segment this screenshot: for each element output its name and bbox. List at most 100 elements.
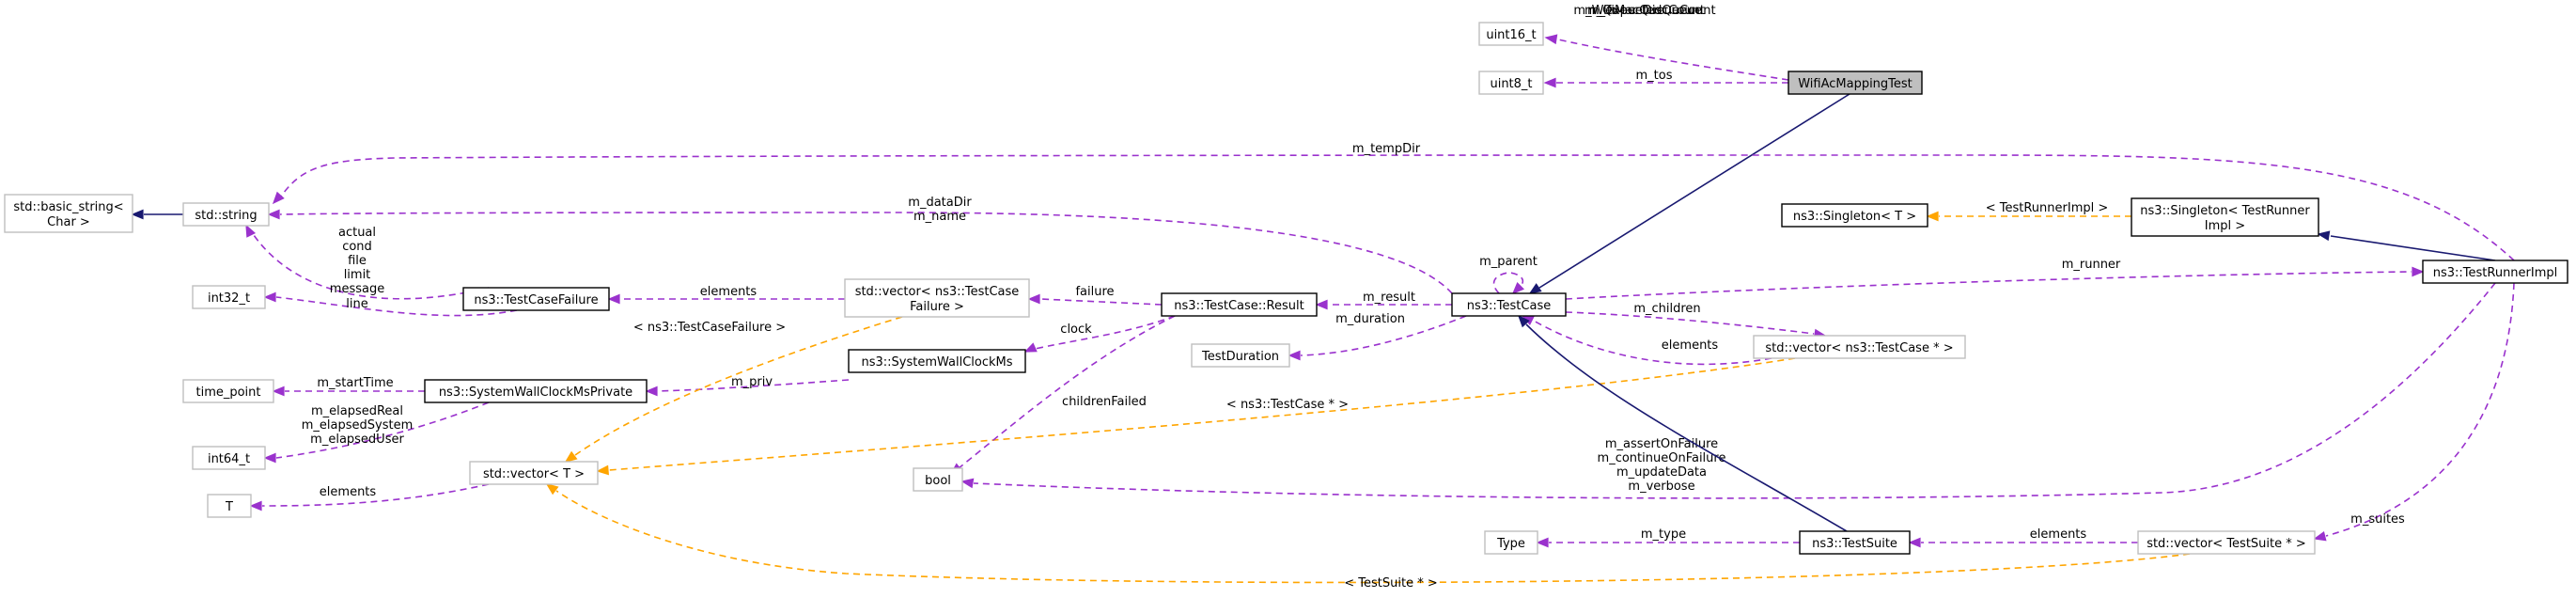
e-result-bool-edge: childrenFailed [949, 315, 1176, 475]
node-timepoint[interactable]: time_point [182, 379, 274, 403]
node-singletonT[interactable]: ns3::Singleton< T > [1781, 203, 1928, 228]
node-type[interactable]: Type [1484, 530, 1538, 555]
node-clockms[interactable]: ns3::SystemWallClockMs [848, 349, 1026, 373]
e-suite-type-edge: m_type [1536, 527, 1800, 548]
node-duration[interactable]: TestDuration [1191, 343, 1290, 368]
e-suite-testcase-edge [1517, 314, 1848, 532]
node-T-label: T [225, 500, 233, 514]
node-int64-box [192, 446, 266, 470]
node-basicstring-label: std::basic_string< [13, 200, 123, 214]
node-failure-box [462, 287, 610, 311]
node-vectestcase-box [1753, 335, 1966, 359]
e-failure-string-label-4: message [330, 282, 384, 296]
node-vecfailure-label: Failure > [910, 300, 964, 314]
node-uint8[interactable]: uint8_t [1478, 71, 1544, 95]
node-basicstring[interactable]: std::basic_string<Char > [4, 194, 133, 233]
e-testcase-runner-arrowhead [2412, 266, 2425, 277]
e-priv-int64-label-2: m_elapsedUser [310, 433, 404, 447]
e-runner-string-edge: m_tempDir [272, 142, 2515, 261]
node-duration-label: TestDuration [1201, 350, 1279, 364]
node-vecfailure[interactable]: std::vector< ns3::TestCaseFailure > [844, 278, 1030, 318]
node-basicstring-box [4, 194, 133, 233]
node-clockpriv-box [424, 379, 648, 403]
e-vecT-T-label-0: elements [320, 485, 377, 499]
e-testcase-self-line [1492, 272, 1524, 294]
node-clockpriv[interactable]: ns3::SystemWallClockMsPrivate [424, 379, 648, 403]
e-result-vecfail-label-0: failure [1075, 285, 1114, 299]
e-wifi-testcase-line [1538, 93, 1850, 289]
e-vectc-vecT-line [608, 357, 1796, 471]
node-result-box [1161, 292, 1318, 317]
e-failure-int32-label-0: line [346, 297, 367, 311]
node-vecsuite[interactable]: std::vector< TestSuite * > [2137, 530, 2316, 555]
node-result[interactable]: ns3::TestCase::Result [1161, 292, 1318, 317]
node-bool-box [913, 467, 963, 492]
e-runner-string-line [279, 154, 2515, 261]
e-runner-bool-label-3: m_verbose [1628, 480, 1694, 494]
node-int32[interactable]: int32_t [192, 285, 266, 309]
node-testsuite[interactable]: ns3::TestSuite [1799, 530, 1911, 555]
node-wifi-label: WifiAcMappingTest [1798, 77, 1912, 91]
node-wifi[interactable]: WifiAcMappingTest [1788, 71, 1923, 95]
e-runner-singletonT-label-0: < TestRunnerImpl > [1986, 201, 2109, 215]
e-wifi-uint16-label-0: m_QueueDiscCount [1585, 4, 1705, 18]
e-vectc-vecT-label-0: < ns3::TestCase * > [1226, 398, 1349, 412]
node-testsuite-label: ns3::TestSuite [1812, 537, 1897, 551]
node-failure-label: ns3::TestCaseFailure [474, 293, 598, 307]
e-failure-string-label-0: actual [338, 226, 376, 240]
node-vecT[interactable]: std::vector< T > [469, 461, 599, 485]
e-testcase-string-arrowhead [267, 209, 280, 220]
e-testcase-string-label-0: m_dataDir [908, 196, 972, 210]
node-uint16-label: uint16_t [1486, 28, 1536, 42]
node-int64[interactable]: int64_t [192, 446, 266, 470]
node-type-label: Type [1496, 537, 1525, 551]
e-wifi-uint8-edge: m_tos [1543, 69, 1788, 88]
e-result-bool-label-0: childrenFailed [1062, 395, 1147, 409]
e-vecsuite-vecT-arrowhead [545, 483, 559, 496]
e-priv-timepoint-edge: m_startTime [272, 376, 425, 397]
e-failure-int32-edge: line [263, 291, 518, 317]
e-testcase-self-label-0: m_parent [1479, 255, 1538, 269]
e-testcase-self-arrowhead [1511, 281, 1525, 295]
e-runner-singleton-edge [2317, 230, 2496, 261]
node-clockms-label: ns3::SystemWallClockMs [861, 355, 1012, 370]
e-priv-int64-label-0: m_elapsedReal [311, 404, 403, 418]
e-runner-vecsuite-edge: m_suites [2313, 282, 2515, 542]
e-wifi-uint8-arrowhead [1543, 77, 1556, 88]
e-clock-priv-line [657, 379, 850, 392]
node-stdstring-label: std::string [195, 209, 257, 223]
node-failure[interactable]: ns3::TestCaseFailure [462, 287, 610, 311]
e-testcase-result-edge: m_result [1315, 291, 1452, 310]
node-singletonT-box [1781, 203, 1928, 228]
e-vecfail-vecT-line [574, 316, 903, 456]
node-result-label: ns3::TestCase::Result [1174, 299, 1304, 313]
node-bool[interactable]: bool [913, 467, 963, 492]
e-result-clock-label-0: clock [1060, 323, 1092, 337]
e-priv-timepoint-arrowhead [272, 386, 285, 397]
node-T[interactable]: T [207, 494, 252, 518]
node-vecfailure-box [844, 278, 1030, 318]
node-testcase[interactable]: ns3::TestCase [1451, 292, 1567, 317]
e-testcase-result-label-0: m_result [1363, 291, 1415, 305]
node-runnerimpl-box [2422, 260, 2568, 284]
node-uint16[interactable]: uint16_t [1478, 22, 1544, 46]
e-vecsuite-suite-edge: elements [1908, 527, 2138, 548]
node-int32-label: int32_t [208, 291, 250, 306]
e-clock-priv-edge: m_priv [645, 375, 850, 397]
e-runner-vecsuite-label-0: m_suites [2350, 512, 2405, 527]
node-runnerimpl[interactable]: ns3::TestRunnerImpl [2422, 260, 2568, 284]
node-stdstring[interactable]: std::string [182, 202, 270, 227]
e-vectc-testcase-edge: elements [1521, 315, 1772, 366]
node-timepoint-label: time_point [195, 386, 260, 400]
e-priv-int64-line [275, 401, 490, 459]
e-runner-singletonT-edge: < TestRunnerImpl > [1926, 201, 2131, 222]
e-testcase-vectc-edge: m_children [1565, 302, 1827, 339]
e-vectc-testcase-line [1531, 319, 1772, 366]
node-vectestcase[interactable]: std::vector< ns3::TestCase * > [1753, 335, 1966, 359]
e-vecT-T-arrowhead [249, 500, 262, 511]
e-wifi-testcase-edge [1528, 93, 1850, 294]
node-singletonRunner[interactable]: ns3::Singleton< TestRunnerImpl > [2131, 197, 2319, 237]
node-testsuite-box [1799, 530, 1911, 555]
